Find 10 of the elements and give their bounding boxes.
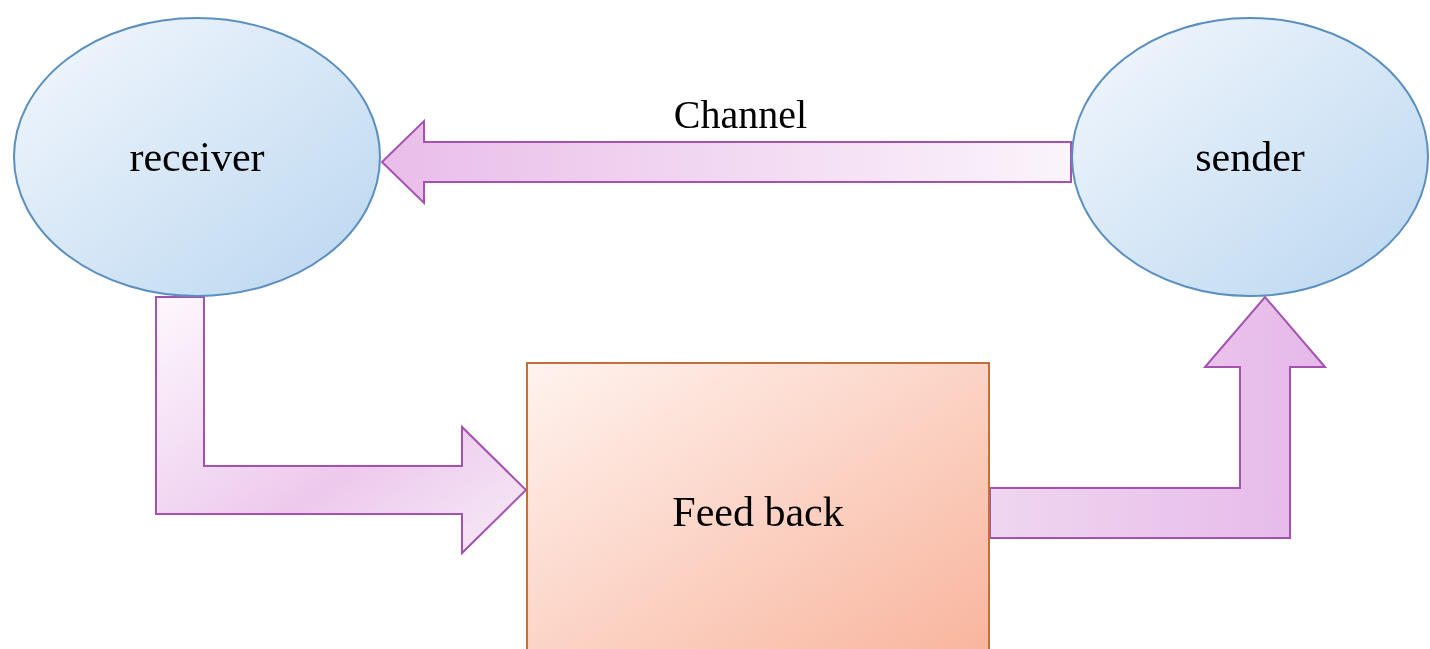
node-label: receiver [129,133,265,181]
block-arrow [155,296,528,556]
edge-label: Channel [673,91,808,138]
node-label: sender [1195,133,1305,181]
ellipse-node [1071,17,1429,297]
block-arrow [380,118,1072,206]
ellipse-node [13,17,381,297]
node-label: Feed back [672,488,844,536]
process-box [526,362,990,649]
block-arrow [989,295,1328,539]
